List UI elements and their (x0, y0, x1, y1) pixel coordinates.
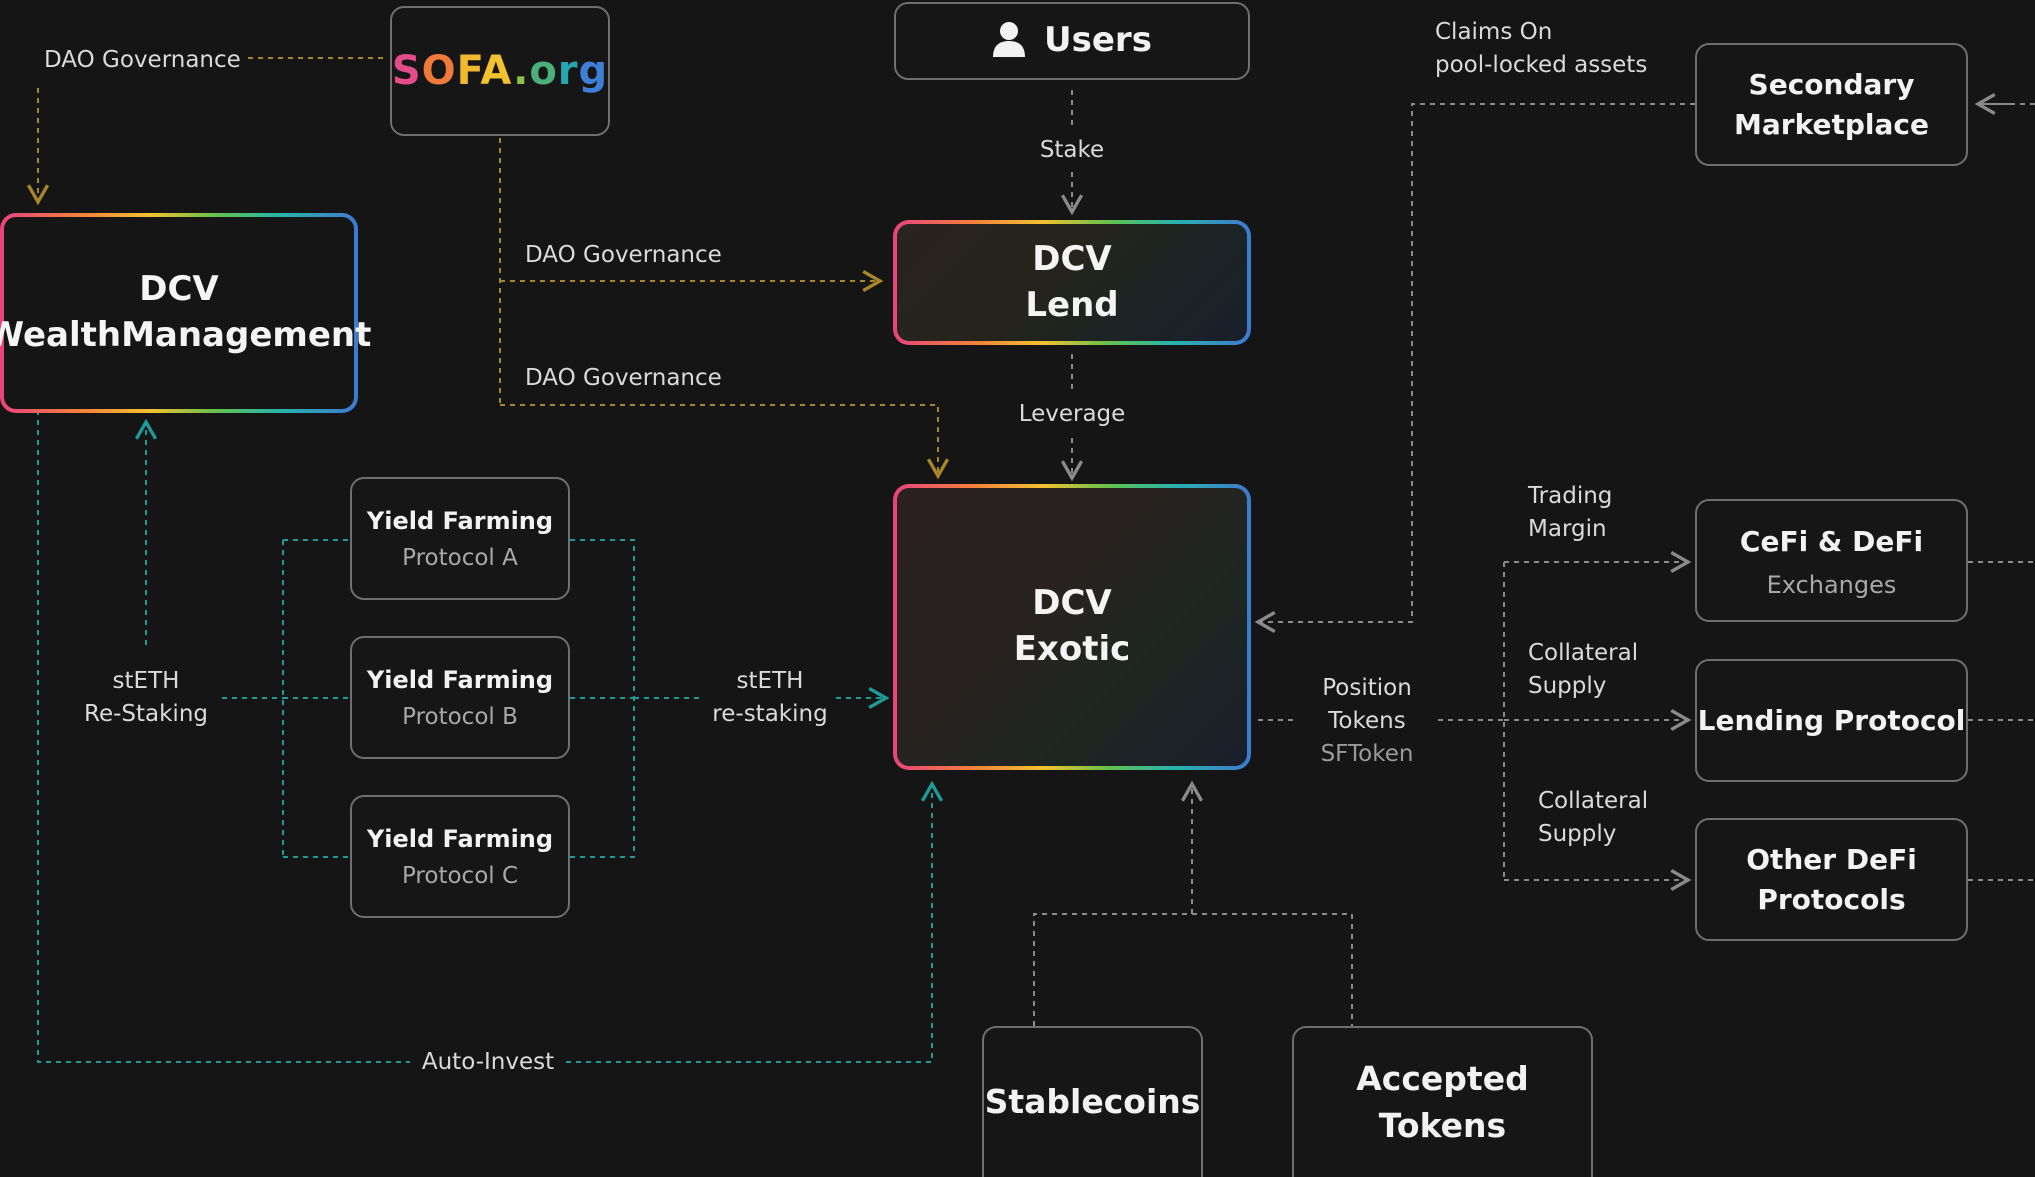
yield-farming-protocol-b-node[interactable]: Yield Farming Protocol B (350, 636, 570, 759)
yf-a-title: Yield Farming (366, 506, 554, 535)
lending-title: Lending Protocol (1697, 703, 1966, 737)
collateral1-line1: Collateral (1528, 640, 1639, 666)
position-tokens-label: Position Tokens SFToken (1296, 672, 1438, 771)
claims-on-label: Claims On pool-locked assets (1435, 16, 1647, 82)
claims-line2: pool-locked assets (1435, 52, 1648, 78)
sofa-logo-letter: F (456, 48, 481, 94)
users-label: Users (1044, 20, 1152, 61)
steth-restaking-line1: stETH (112, 668, 180, 694)
trading-line2: Margin (1528, 516, 1607, 542)
dao-governance-label-top: DAO Governance (40, 44, 245, 78)
sofa-logo-letter: O (421, 48, 457, 94)
yf-b-sub: Protocol B (402, 703, 518, 730)
dcv-lend-node[interactable]: DCV Lend (893, 220, 1251, 345)
dao-gov-to-exotic-line (500, 404, 950, 480)
yf-left-bracket (282, 539, 350, 858)
dcv-wealth-management-node[interactable]: DCV WealthManagement (0, 213, 371, 413)
cefi-defi-exchanges-node[interactable]: CeFi & DeFi Exchanges (1695, 499, 1968, 622)
collateral-supply-label-2: Collateral Supply (1538, 785, 1648, 851)
auto-invest-label: Auto-Invest (421, 1049, 555, 1075)
yf-b-title: Yield Farming (366, 665, 554, 694)
stablecoins-node[interactable]: Stablecoins (982, 1026, 1203, 1177)
yf-c-sub: Protocol C (401, 862, 519, 889)
sofa-logo-letter: . (513, 48, 530, 94)
other-defi-line1: Other DeFi (1746, 843, 1917, 877)
collateral1-line2: Supply (1528, 673, 1607, 699)
yield-farming-protocol-a-node[interactable]: Yield Farming Protocol A (350, 477, 570, 600)
steth-re-line1: stETH (736, 668, 804, 694)
stake-label: Stake (1039, 137, 1105, 163)
trading-margin-label: Trading Margin (1528, 480, 1612, 546)
secondary-to-exotic-line (1254, 103, 1695, 634)
other-defi-line2: Protocols (1757, 882, 1906, 916)
dcv-lend-line1: DCV (1032, 238, 1112, 279)
secondary-line2: Marketplace (1734, 107, 1929, 141)
yf-c-title: Yield Farming (366, 824, 554, 853)
collateral2-line2: Supply (1538, 821, 1617, 847)
steth-restaking-label: stETH Re-Staking (74, 665, 218, 731)
right-return-line (1968, 103, 2035, 881)
cefi-title: CeFi & DeFi (1739, 524, 1924, 558)
dcv-wm-line2: WealthManagement (0, 315, 372, 355)
stablecoins-title: Stablecoins (984, 1082, 1201, 1122)
trading-line1: Trading (1528, 483, 1613, 509)
dao-governance-label-exotic: DAO Governance (525, 365, 722, 391)
sofa-logo-letter: S (391, 48, 422, 94)
position-line2: Tokens (1328, 708, 1406, 734)
steth-re-staking-label: stETH re-staking (700, 665, 840, 731)
yf-right-bracket (570, 539, 635, 858)
claims-line1: Claims On (1435, 19, 1553, 45)
auto-invest-line (37, 410, 932, 1063)
dcv-exotic-line2: Exotic (1013, 629, 1131, 669)
other-defi-protocols-node[interactable]: Other DeFi Protocols (1695, 818, 1968, 941)
steth-re-line2: re-staking (712, 701, 828, 727)
secondary-line1: Secondary (1748, 68, 1915, 102)
lending-protocol-node[interactable]: Lending Protocol (1695, 659, 1968, 782)
sofa-org-logo: SOFA.org (392, 48, 608, 94)
steth-restaking-line2: Re-Staking (84, 701, 208, 727)
cefi-sub: Exchanges (1766, 571, 1897, 600)
dao-governance-label-lend: DAO Governance (525, 242, 722, 268)
dcv-wm-line1: DCV (139, 269, 219, 310)
dcv-exotic-line1: DCV (1032, 583, 1112, 624)
user-icon (992, 21, 1026, 61)
dcv-lend-line2: Lend (1025, 284, 1119, 325)
yield-farming-protocol-c-node[interactable]: Yield Farming Protocol C (350, 795, 570, 918)
accepted-tokens-title: Accepted Tokens (1356, 1059, 1529, 1145)
collateral-supply-label-1: Collateral Supply (1528, 637, 1638, 703)
position-line3: SFToken (1320, 741, 1414, 767)
sofa-logo-letter: g (578, 48, 609, 94)
sofa-org-node[interactable]: SOFA.org (390, 6, 610, 136)
users-node[interactable]: Users (894, 2, 1250, 80)
sofa-logo-letter: o (529, 48, 558, 94)
accepted-tokens-node[interactable]: Accepted Tokens (1292, 1026, 1593, 1177)
position-line1: Position (1322, 675, 1412, 701)
stable-to-exotic-line (1033, 784, 1353, 1026)
sofa-logo-letter: A (480, 48, 514, 94)
dcv-exotic-node[interactable]: DCV Exotic (893, 484, 1251, 770)
collateral2-line1: Collateral (1538, 788, 1649, 814)
sofa-logo-letter: r (557, 48, 579, 94)
secondary-marketplace-node[interactable]: Secondary Marketplace (1695, 43, 1968, 166)
yf-a-sub: Protocol A (402, 544, 518, 571)
leverage-label: Leverage (1018, 401, 1126, 427)
